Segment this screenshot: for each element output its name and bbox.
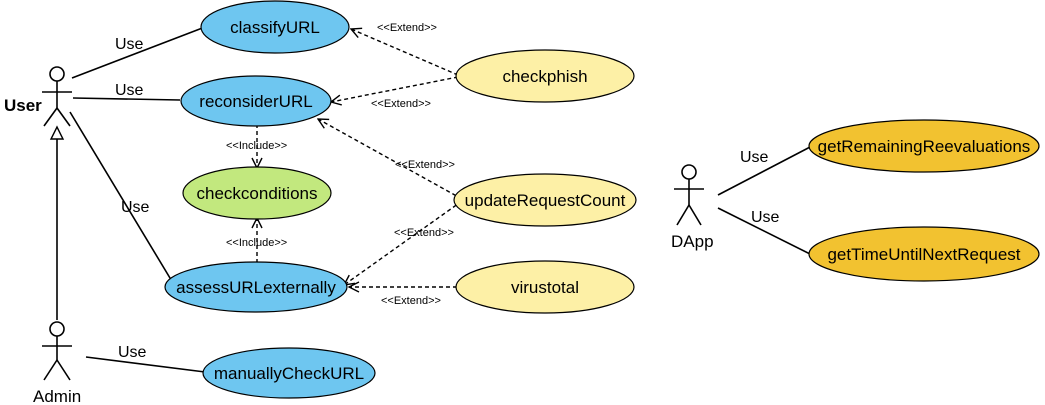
actor-dapp: DApp	[671, 164, 714, 251]
generalization-admin-user	[49, 125, 65, 320]
use-label: Use	[751, 209, 780, 226]
include-label: <<Include>>	[226, 140, 287, 152]
extend-checkphish-reconsiderurl: <<Extend>>	[331, 76, 459, 110]
usecase-classifyurl: classifyURL	[200, 0, 350, 54]
extend-checkphish-classifyurl: <<Extend>>	[351, 22, 459, 76]
usecase-gettimeuntilnextrequest-label: getTimeUntilNextRequest	[827, 245, 1020, 264]
association-admin-manuallycheckurl: Use	[85, 344, 206, 373]
usecase-assessurlexternally: assessURLexternally	[164, 261, 348, 313]
extend-label: <<Extend>>	[395, 159, 455, 171]
extend-label: <<Extend>>	[377, 22, 437, 34]
usecase-classifyurl-label: classifyURL	[230, 18, 320, 37]
include-assessurlexternally-checkconditions: <<Include>>	[226, 218, 287, 263]
usecase-manuallycheckurl: manuallyCheckURL	[202, 347, 376, 399]
extend-updaterequestcount-assessurlexternally: <<Extend>>	[344, 200, 463, 285]
actor-admin: Admin	[33, 321, 81, 405]
actor-dapp-head	[681, 164, 697, 180]
usecase-checkconditions-label: checkconditions	[197, 184, 318, 203]
extend-updaterequestcount-reconsiderurl: <<Extend>>	[318, 119, 463, 200]
usecase-updaterequestcount-label: updateRequestCount	[465, 191, 626, 210]
actor-admin-label: Admin	[33, 387, 81, 405]
actor-user: User	[4, 66, 72, 127]
usecase-getremainingreevaluations: getRemainingReevaluations	[808, 119, 1040, 173]
extend-label: <<Extend>>	[394, 227, 454, 239]
association-dapp-getremainingreevaluations: Use	[717, 145, 813, 196]
usecase-updaterequestcount: updateRequestCount	[453, 173, 637, 227]
use-label: Use	[115, 36, 144, 53]
include-label: <<Include>>	[226, 237, 287, 249]
usecase-checkphish-label: checkphish	[502, 67, 587, 86]
extend-label: <<Extend>>	[371, 98, 431, 110]
usecase-assessurlexternally-label: assessURLexternally	[176, 278, 336, 297]
usecase-gettimeuntilnextrequest: getTimeUntilNextRequest	[808, 226, 1040, 282]
usecase-manuallycheckurl-label: manuallyCheckURL	[214, 364, 364, 383]
usecase-reconsiderurl-label: reconsiderURL	[199, 92, 312, 111]
usecase-getremainingreevaluations-label: getRemainingReevaluations	[818, 137, 1031, 156]
use-label: Use	[115, 82, 144, 99]
association-user-classifyurl: Use	[71, 26, 206, 79]
usecase-reconsiderurl: reconsiderURL	[180, 75, 332, 127]
extend-virustotal-assessurlexternally: <<Extend>>	[349, 287, 457, 307]
use-label: Use	[740, 149, 769, 166]
usecase-checkconditions: checkconditions	[182, 166, 332, 220]
usecase-virustotal-label: virustotal	[511, 278, 579, 297]
use-label: Use	[121, 199, 150, 216]
usecase-virustotal: virustotal	[455, 260, 635, 314]
association-dapp-gettimeuntilnextrequest: Use	[717, 207, 813, 256]
extend-label: <<Extend>>	[381, 295, 441, 307]
actor-admin-head	[49, 321, 65, 337]
use-label: Use	[118, 344, 147, 361]
association-user-reconsiderurl: Use	[72, 82, 181, 101]
usecase-checkphish: checkphish	[455, 49, 635, 103]
association-user-assessurlexternally: Use	[69, 111, 177, 289]
actor-user-label: User	[4, 96, 42, 115]
actor-user-head	[49, 66, 65, 82]
actor-dapp-label: DApp	[671, 232, 714, 251]
